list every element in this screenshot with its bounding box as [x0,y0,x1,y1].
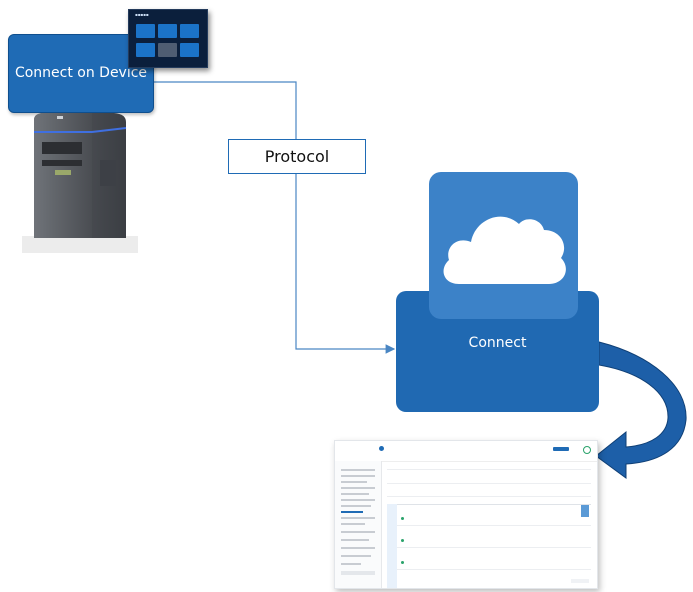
device-tile [158,43,177,57]
protocol-label-box: Protocol [228,139,366,174]
device-tile [180,24,199,38]
connect-label: Connect [468,335,527,351]
device-tile [180,43,199,57]
protocol-label: Protocol [264,147,330,166]
cloud-tile [429,172,578,319]
device-tile [136,43,155,57]
device-terminal-illustration [22,113,138,253]
device-screen-brand: ▪▪▪▪▪ [135,12,149,17]
device-screen-thumbnail: ▪▪▪▪▪ [128,9,208,68]
device-tile [158,24,177,38]
web-app-screenshot [334,440,598,589]
cloud-icon [443,216,566,284]
device-tile [136,24,155,38]
connector-line [152,81,396,354]
device-label: Connect on Device [14,65,148,81]
web-app-sidebar [335,461,382,588]
web-app-topbar [335,441,597,462]
